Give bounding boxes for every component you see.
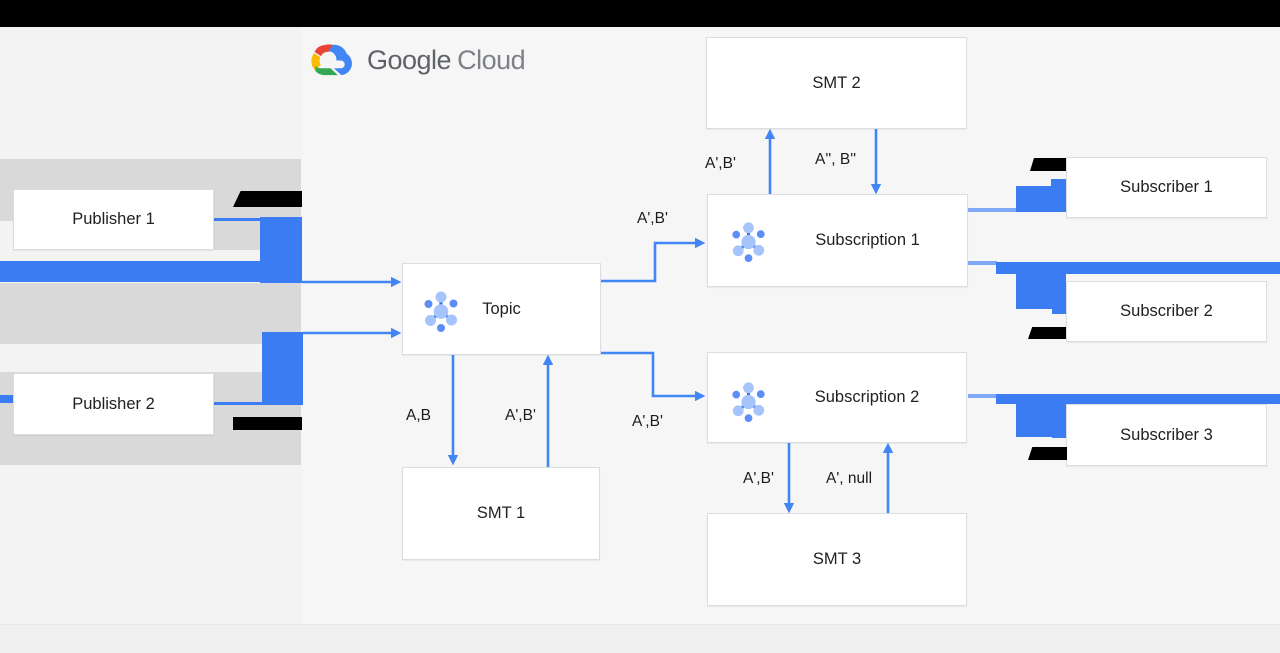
connector-publisher1-out — [214, 218, 260, 221]
node-label: Subscription 2 — [814, 388, 920, 406]
connector-sub1-to-subscriber2 — [968, 261, 997, 265]
edge-label-topic-to-sub2: A',B' — [632, 413, 663, 430]
redaction-blue-tab-subscriber3 — [1052, 432, 1066, 438]
logo-text-cloud: Cloud — [457, 44, 526, 75]
redaction-blue-block-publisher2 — [262, 332, 303, 405]
node-publisher-2: Publisher 2 — [13, 373, 214, 435]
redaction-blue-band-publisher1 — [0, 261, 260, 282]
node-label: SMT 1 — [476, 504, 526, 522]
node-subscriber-2: Subscriber 2 — [1066, 281, 1267, 342]
node-subscriber-3: Subscriber 3 — [1066, 404, 1267, 466]
edge-label-topic-to-sub1: A',B' — [637, 210, 668, 227]
edge-label-smt1-to-topic: A',B' — [505, 407, 536, 424]
redaction-blue-block-publisher1 — [260, 217, 302, 283]
node-label: SMT 2 — [812, 73, 861, 92]
logo-text-google: Google — [367, 44, 452, 75]
connector-publisher2-out — [214, 402, 262, 405]
top-black-bar — [0, 0, 1280, 27]
redaction-blue-block-subscriber1 — [1016, 186, 1066, 212]
node-label: Publisher 1 — [72, 210, 155, 228]
node-label: Publisher 2 — [72, 394, 155, 413]
redaction-blue-band-subscriber2 — [996, 262, 1280, 274]
redaction-black-bar-subscriber2 — [1028, 327, 1066, 339]
edge-label-smt2-to-sub1: A'', B'' — [815, 151, 857, 168]
node-subscription-2: Subscription 2 — [707, 352, 967, 443]
connector-sub1-to-subscriber1 — [968, 208, 1017, 212]
node-label: Topic — [482, 299, 521, 318]
node-label: Subscription 1 — [815, 231, 920, 249]
footer-bar — [0, 624, 1280, 653]
gray-band-middle — [0, 283, 301, 344]
redaction-black-bar-subscriber3 — [1028, 447, 1067, 460]
node-topic: Topic — [402, 263, 601, 355]
node-smt-2: SMT 2 — [706, 37, 967, 129]
node-label: SMT 3 — [812, 550, 862, 568]
connector-sub2-to-subscriber3 — [968, 394, 997, 398]
node-subscription-1: Subscription 1 — [707, 194, 968, 287]
connector-publisher2-in — [0, 395, 13, 403]
redaction-blue-band-subscriber3 — [996, 394, 1280, 404]
node-publisher-1: Publisher 1 — [13, 189, 214, 250]
redaction-black-bar-publisher2 — [233, 417, 302, 430]
pubsub-topic-icon — [422, 289, 460, 333]
redaction-blue-tab-subscriber2 — [1052, 307, 1066, 314]
node-label: Subscriber 3 — [1120, 425, 1213, 444]
redaction-blue-block-subscriber3 — [1016, 396, 1066, 437]
node-smt-1: SMT 1 — [402, 467, 600, 560]
edge-label-topic-to-smt1: A,B — [406, 407, 431, 424]
edge-label-sub1-to-smt2: A',B' — [705, 155, 736, 172]
node-label: Subscriber 1 — [1120, 178, 1213, 196]
redaction-blue-tab-subscriber1 — [1051, 179, 1066, 187]
node-smt-3: SMT 3 — [707, 513, 967, 606]
redaction-blue-block-subscriber2 — [1016, 263, 1066, 309]
google-cloud-icon — [311, 44, 352, 76]
edge-label-sub2-to-smt3: A',B' — [743, 470, 774, 487]
pubsub-subscription-icon — [730, 380, 767, 423]
redaction-black-bar-subscriber1 — [1030, 158, 1066, 171]
redaction-black-bar-publisher1 — [233, 191, 302, 207]
edge-label-smt3-to-sub2: A', null — [826, 470, 873, 487]
pubsub-subscription-icon — [730, 220, 767, 263]
node-label: Subscriber 2 — [1120, 302, 1213, 320]
node-subscriber-1: Subscriber 1 — [1066, 157, 1267, 218]
